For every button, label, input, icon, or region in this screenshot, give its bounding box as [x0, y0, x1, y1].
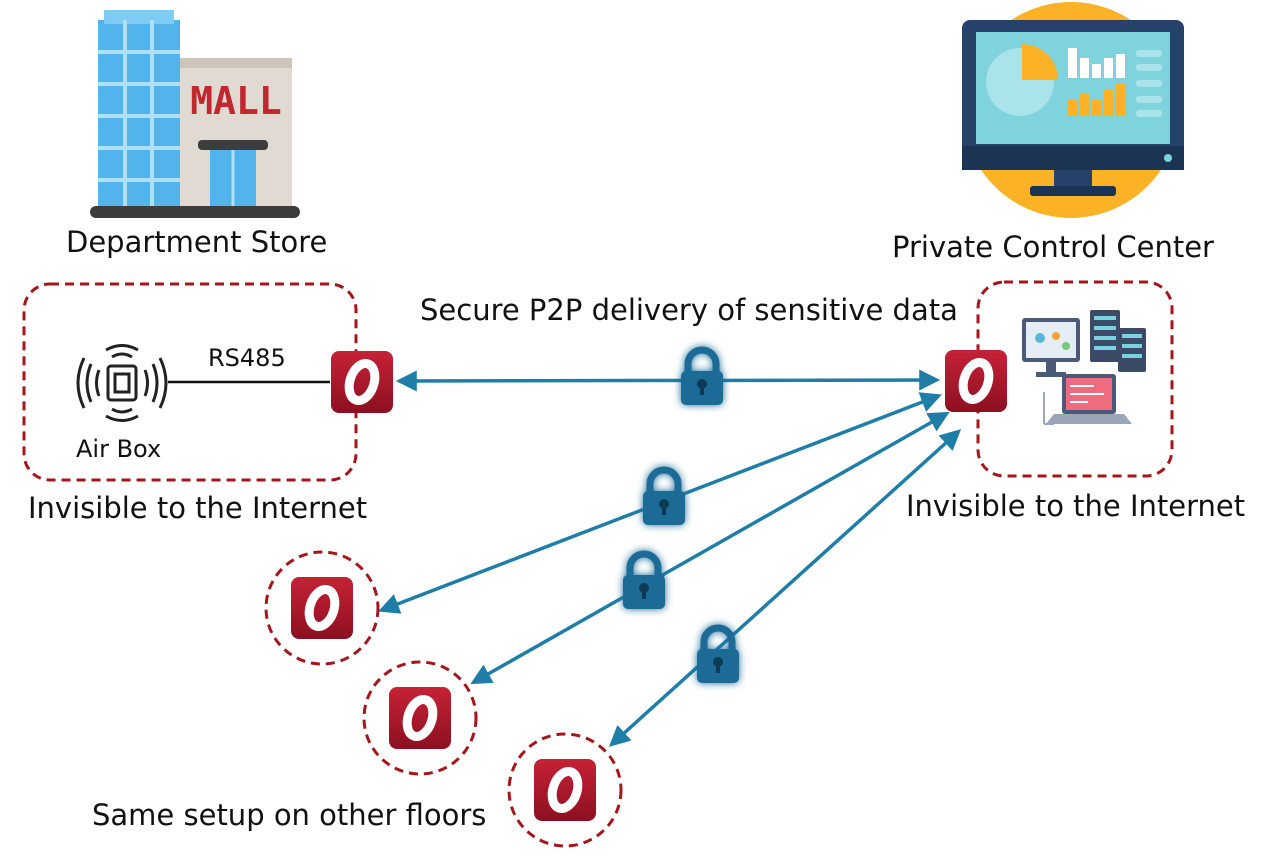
monitor-dashboard-icon [962, 2, 1184, 218]
rs485-label: RS485 [208, 344, 286, 372]
padlock-icon [697, 628, 739, 683]
p2p-node-icon[interactable] [534, 759, 596, 821]
secure-link-main [395, 369, 941, 392]
department-store-label: Department Store [66, 225, 328, 259]
secure-p2p-caption: Secure P2P delivery of sensitive data [420, 293, 958, 327]
invisible-left-label: Invisible to the Internet [28, 491, 368, 525]
secure-link-floor-3 [608, 429, 962, 747]
mall-sign-text: MALL [190, 79, 282, 123]
padlock-icon [643, 470, 685, 525]
control-center-label: Private Control Center [892, 230, 1214, 264]
invisible-right-label: Invisible to the Internet [906, 489, 1246, 523]
p2p-node-icon[interactable] [291, 577, 353, 639]
floor-node-boundary-3 [507, 732, 623, 848]
mall-building-icon: MALL [90, 10, 300, 218]
floor-node-boundary-2 [362, 660, 478, 776]
padlock-icon [623, 554, 665, 609]
padlock-icon [681, 350, 723, 405]
p2p-node-icon[interactable] [331, 351, 393, 413]
air-box-label: Air Box [76, 435, 162, 463]
air-box-sensor-icon [76, 344, 168, 422]
server-workstation-icon [1022, 310, 1146, 425]
p2p-node-icon[interactable] [389, 687, 451, 749]
floor-node-boundary-1 [264, 550, 380, 666]
p2p-node-icon[interactable] [945, 350, 1007, 412]
other-floors-label: Same setup on other floors [92, 798, 487, 832]
